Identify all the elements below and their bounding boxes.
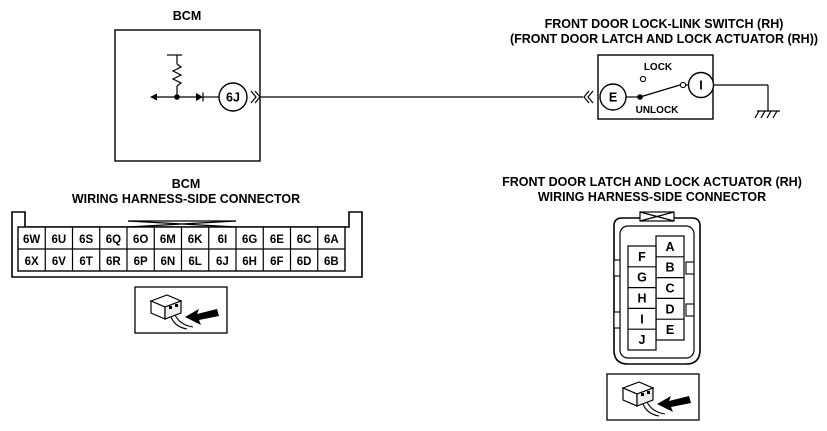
bcm-pin-6k: 6K [188,234,203,246]
bcm-connector-title-line2: WIRING HARNESS-SIDE CONNECTOR [72,192,300,206]
actuator-connector-title-line1: FRONT DOOR LATCH AND LOCK ACTUATOR (RH) [502,175,802,189]
bcm-pin-6g: 6G [242,234,257,246]
bcm-pin-6r: 6R [106,256,121,268]
lock-label: LOCK [644,62,673,73]
bcm-pin-6v: 6V [52,256,66,268]
actuator-pin-b: B [665,261,674,275]
bcm-terminal-6j: 6J [218,82,248,112]
bcm-module-label: BCM [173,9,201,23]
connector-latch [127,220,237,228]
bcm-connector-housing [11,211,363,278]
bcm-pin-6b: 6B [324,256,339,268]
bcm-pin-6u: 6U [52,234,67,246]
connector-view-icon [134,286,228,334]
switch-title-line2: (FRONT DOOR LATCH AND LOCK ACTUATOR (RH)… [510,32,818,46]
bcm-pin-6x: 6X [25,256,39,268]
bcm-pin-6q: 6Q [106,234,121,246]
bcm-pin-grid: 6W 6U 6S 6Q 6O 6M 6K 6I 6G 6E 6C 6A 6X 6V 6T 6R 6P 6N 6L 6… [17,226,346,272]
bcm-pin-6s: 6S [79,234,93,246]
signal-arrow-icon [150,93,157,101]
bcm-pin-6o: 6O [133,234,148,246]
actuator-pin-e: E [666,323,674,337]
actuator-pin-a: A [665,240,674,254]
bcm-pin-6n: 6N [161,256,176,268]
switch-terminal-e-label: E [609,91,617,105]
ground-icon [754,85,780,119]
switch-terminal-i: I [687,71,715,99]
bcm-pin-6t: 6T [79,256,92,268]
actuator-pin-i: I [640,312,643,326]
bcm-pin-6d: 6D [297,256,312,268]
bcm-module: BCM 6J [114,9,261,162]
actuator-pin-j: J [639,333,646,347]
connector-chevron-icon [583,90,594,104]
bcm-pin-6j: 6J [216,256,229,268]
actuator-harness-connector: FRONT DOOR LATCH AND LOCK ACTUATOR (RH) … [502,175,802,365]
bcm-pin-6i: 6I [218,234,228,246]
resistor-icon [167,54,183,97]
bcm-pin-6w: 6W [23,234,40,246]
actuator-pin-c: C [665,282,674,296]
unlock-label: UNLOCK [636,105,680,116]
bcm-pin-6h: 6H [242,256,257,268]
bcm-pin-6l: 6L [188,256,201,268]
actuator-pin-d: D [665,302,674,316]
actuator-pin-h: H [637,292,646,306]
actuator-connector-title-line2: WIRING HARNESS-SIDE CONNECTOR [538,190,766,204]
bcm-harness-connector: BCM WIRING HARNESS-SIDE CONNECTOR 6W 6U 6S… [11,177,363,278]
bcm-pin-6m: 6M [160,234,176,246]
bcm-pin-6f: 6F [270,256,283,268]
bcm-pin-6a: 6A [324,234,339,246]
bcm-pin-6p: 6P [134,256,148,268]
switch-terminal-e: E [599,83,627,111]
bcm-pin-6e: 6E [270,234,284,246]
lock-link-switch: FRONT DOOR LOCK-LINK SWITCH (RH) (FRONT … [510,17,818,120]
actuator-connector-housing [613,217,701,365]
connector-latch [639,211,675,222]
bcm-connector-title-line1: BCM [172,177,200,191]
actuator-pin-g: G [637,271,647,285]
actuator-pin-f: F [638,250,646,264]
connector-view-icon [606,373,700,421]
bcm-pin-6c: 6C [297,234,312,246]
switch-terminal-i-label: I [699,79,702,93]
switch-title-line1: FRONT DOOR LOCK-LINK SWITCH (RH) [545,17,784,31]
bcm-terminal-label: 6J [226,91,240,105]
